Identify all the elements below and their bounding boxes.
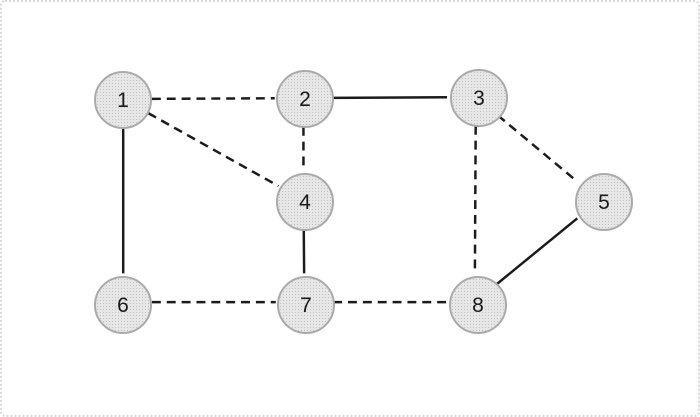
node-5: 5 — [575, 173, 633, 231]
node-4: 4 — [276, 173, 334, 231]
node-label: 2 — [299, 87, 311, 111]
node-3: 3 — [450, 69, 508, 127]
node-label: 6 — [117, 293, 129, 317]
node-2: 2 — [276, 70, 334, 128]
node-label: 3 — [473, 86, 485, 110]
node-7: 7 — [277, 276, 335, 334]
node-label: 7 — [300, 293, 312, 317]
node-label: 1 — [117, 88, 129, 112]
edge-3-5-dashed — [497, 114, 579, 183]
node-label: 4 — [299, 190, 311, 214]
edge-2-3-solid — [332, 96, 448, 100]
node-label: 5 — [598, 190, 610, 214]
node-8: 8 — [449, 276, 507, 334]
edge-5-8-solid — [496, 217, 579, 285]
node-label: 8 — [472, 293, 484, 317]
node-6: 6 — [94, 276, 152, 334]
edge-1-2-dashed — [151, 97, 275, 101]
edge-3-8-dashed — [473, 125, 477, 274]
edge-1-4-dashed — [147, 112, 279, 188]
node-1: 1 — [94, 71, 152, 129]
